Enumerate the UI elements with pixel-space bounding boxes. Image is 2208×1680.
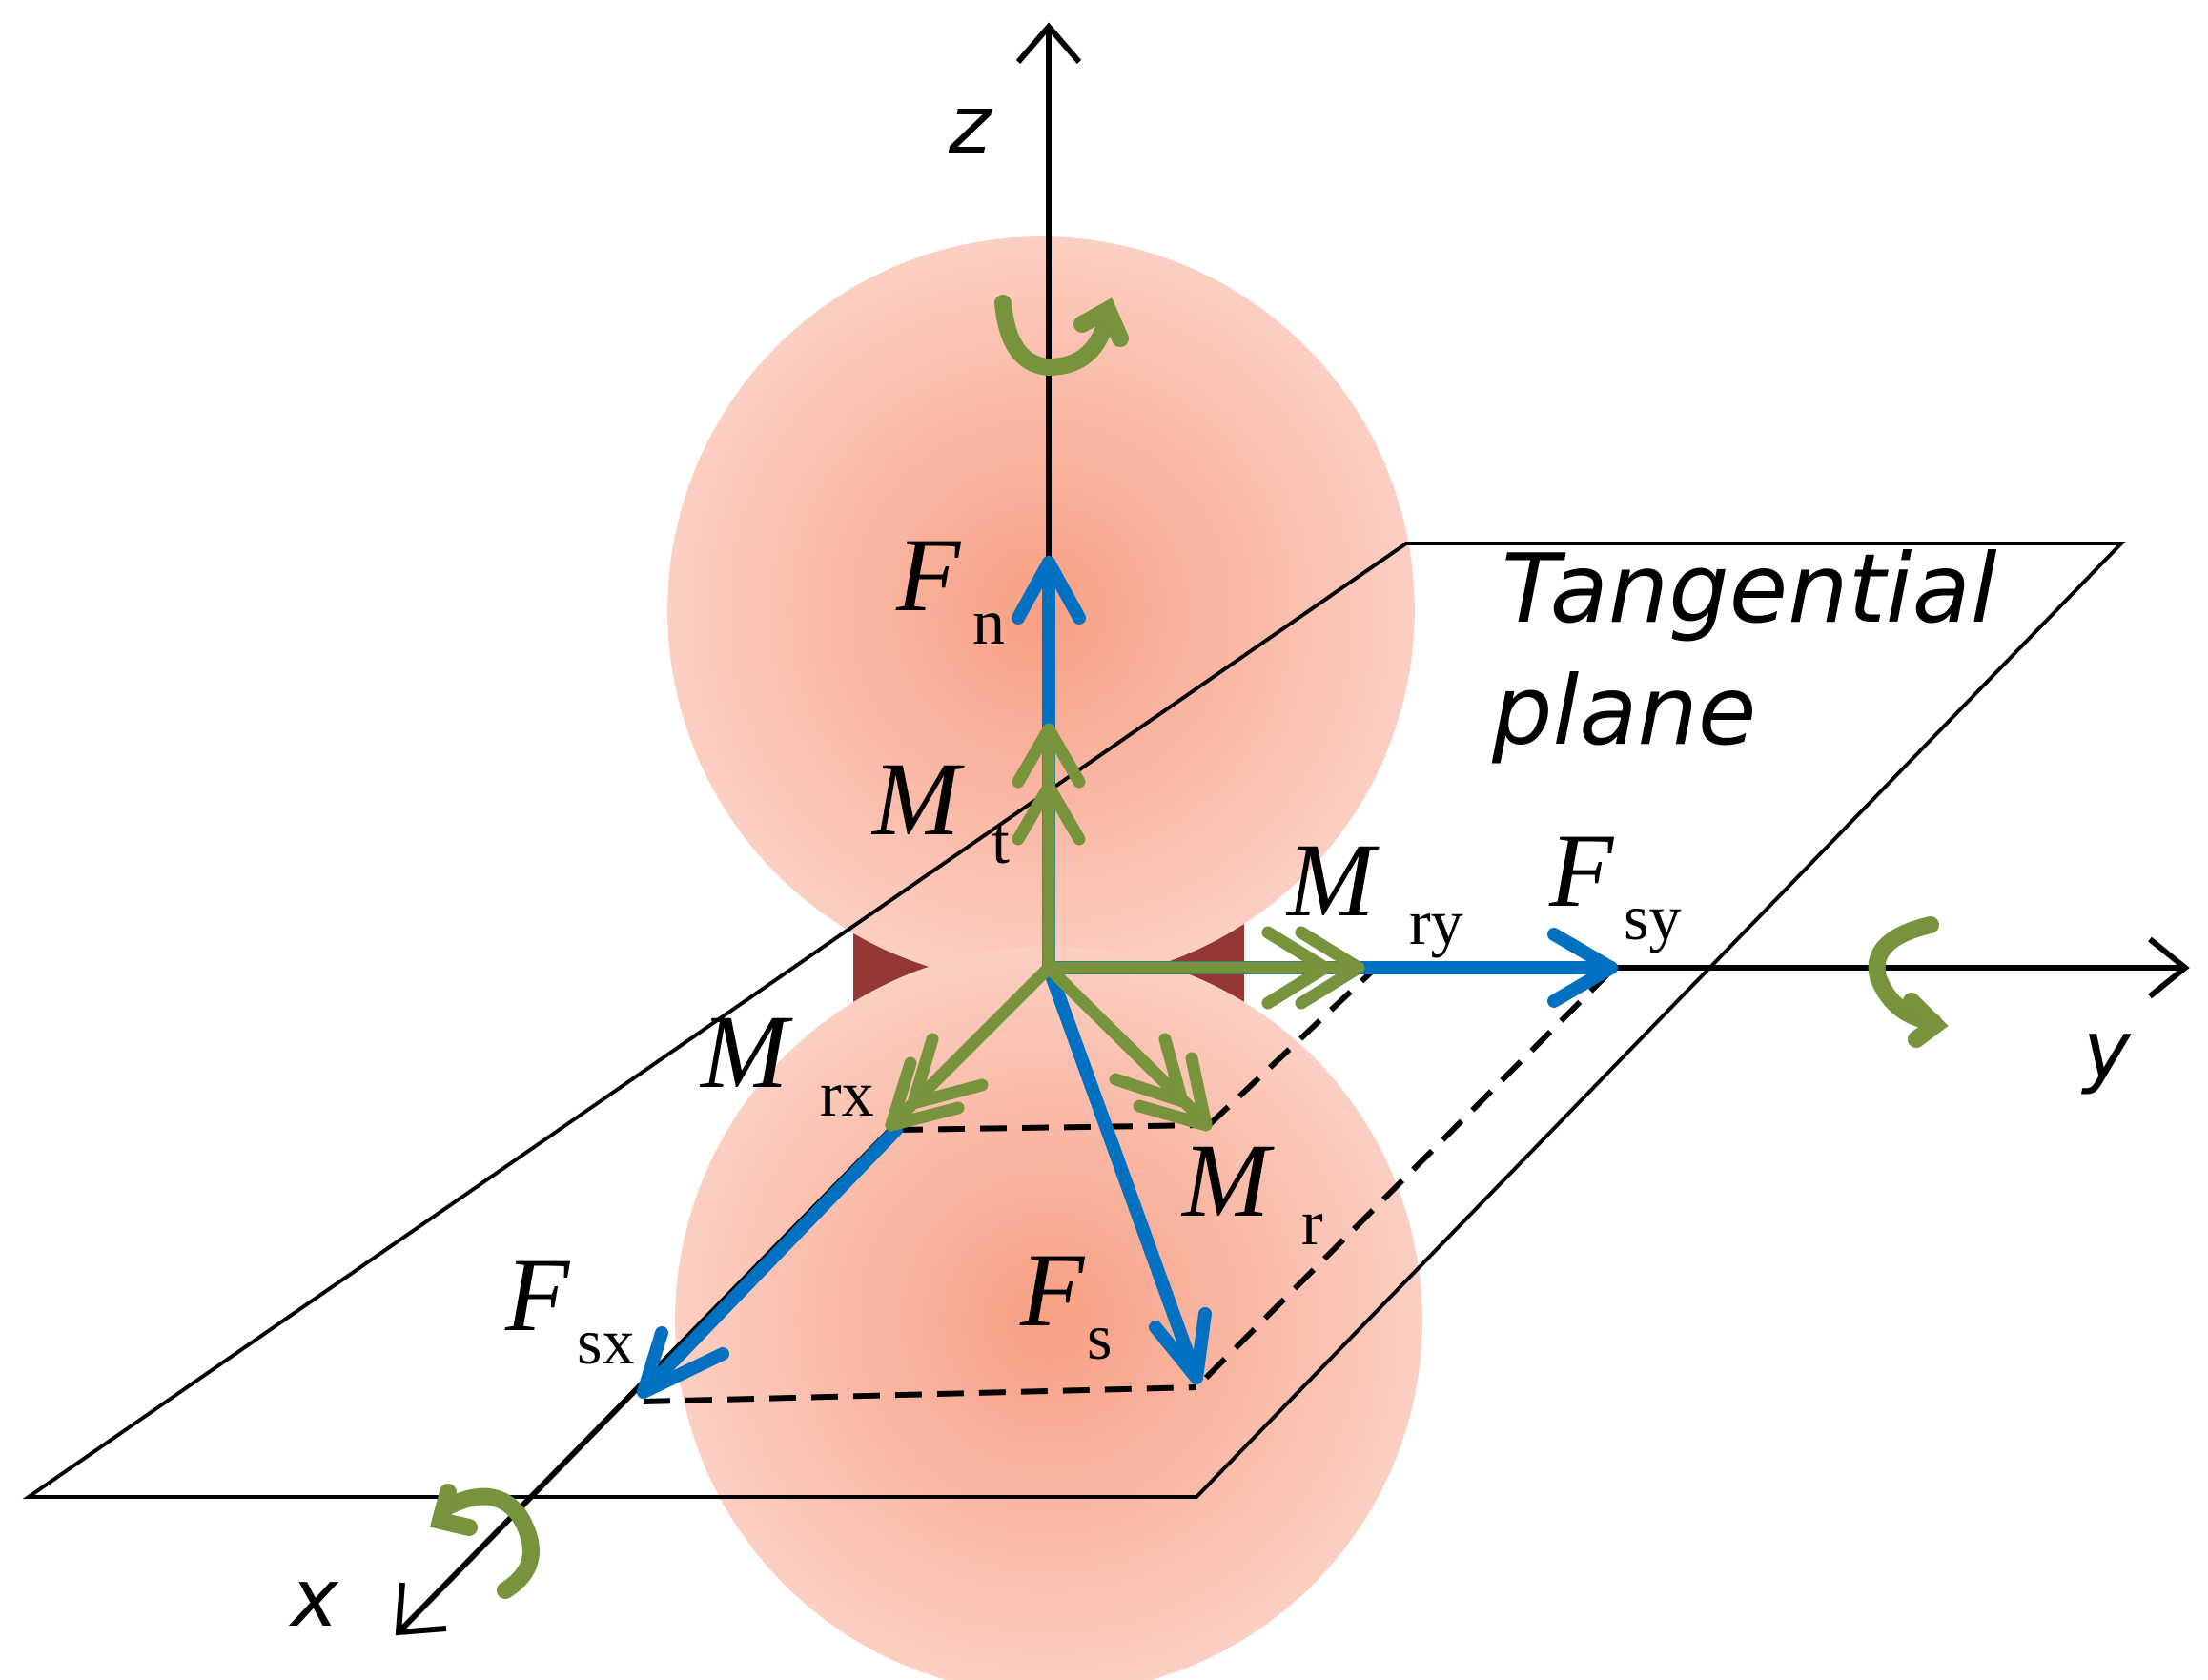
mrx-arrowhead-1 bbox=[907, 1033, 989, 1110]
mt-arrowhead-1 bbox=[1012, 723, 1086, 789]
y-axis-label: y bbox=[2080, 1003, 2132, 1096]
fsx-vector bbox=[637, 1123, 903, 1399]
plane-label-line1: Tangential bbox=[1502, 533, 1997, 645]
fs-vector bbox=[1042, 961, 1203, 1384]
fsy-arrowhead bbox=[1547, 928, 1618, 1008]
x-rotation-icon bbox=[429, 1484, 540, 1599]
fsy-label-sub: sy bbox=[1624, 881, 1681, 953]
fsy-label-base: F bbox=[1548, 812, 1615, 929]
mry-arrowhead-1 bbox=[1261, 926, 1332, 1010]
mt-label: M t bbox=[870, 741, 1010, 877]
fs-arrowhead bbox=[1149, 1307, 1212, 1384]
fsx-label-base: F bbox=[504, 1237, 571, 1353]
mrx-label: M rx bbox=[699, 994, 874, 1130]
y-axis-arrowhead bbox=[2148, 936, 2190, 999]
mr-label-sub: r bbox=[1301, 1186, 1323, 1259]
fsx-arrowhead bbox=[637, 1326, 729, 1399]
tangential-plane bbox=[22, 542, 2126, 1499]
mt-label-base: M bbox=[870, 741, 965, 857]
mry-label: M ry bbox=[1285, 822, 1463, 958]
plane-label-line2: plane bbox=[1491, 655, 1756, 767]
plane-label: Tangential plane bbox=[1491, 533, 1997, 767]
y-rotation-icon bbox=[1868, 916, 1949, 1048]
mr-label-base: M bbox=[1180, 1122, 1275, 1239]
mt-arrowhead-2 bbox=[1012, 780, 1086, 846]
mry-arrowhead-2 bbox=[1295, 926, 1365, 1010]
fs-label-base: F bbox=[1019, 1232, 1086, 1348]
mr-label: M r bbox=[1180, 1122, 1323, 1259]
fsx-label: F sx bbox=[504, 1237, 634, 1378]
mry-label-sub: ry bbox=[1409, 886, 1463, 958]
fsy-label: F sy bbox=[1548, 812, 1681, 953]
mry-label-base: M bbox=[1285, 822, 1380, 938]
x-axis-arrowhead bbox=[395, 1582, 447, 1636]
fn-label: F n bbox=[895, 517, 1005, 658]
z-axis-arrowhead bbox=[1015, 22, 1082, 64]
mr-arrowhead-2 bbox=[1133, 1052, 1213, 1132]
moment-vectors bbox=[885, 723, 1365, 1132]
mrx-label-sub: rx bbox=[820, 1057, 874, 1130]
upper-particle bbox=[667, 236, 1415, 984]
z-rotation-icon bbox=[994, 295, 1129, 377]
projection-dashes bbox=[643, 968, 1614, 1404]
mrx-label-base: M bbox=[699, 994, 793, 1110]
x-axis-label: x bbox=[288, 1551, 339, 1645]
mt-label-sub: t bbox=[992, 805, 1010, 877]
fs-label-sub: s bbox=[1087, 1301, 1112, 1373]
mrx-arrowhead-2 bbox=[885, 1056, 965, 1132]
fn-arrowhead bbox=[1012, 556, 1086, 625]
mr-arrowhead-1 bbox=[1109, 1033, 1189, 1108]
fn-label-sub: n bbox=[972, 585, 1005, 658]
fn-label-base: F bbox=[895, 517, 962, 633]
z-axis-label: z bbox=[948, 78, 992, 172]
fsx-label-sub: sx bbox=[577, 1305, 634, 1378]
fs-label: F s bbox=[1019, 1232, 1112, 1373]
